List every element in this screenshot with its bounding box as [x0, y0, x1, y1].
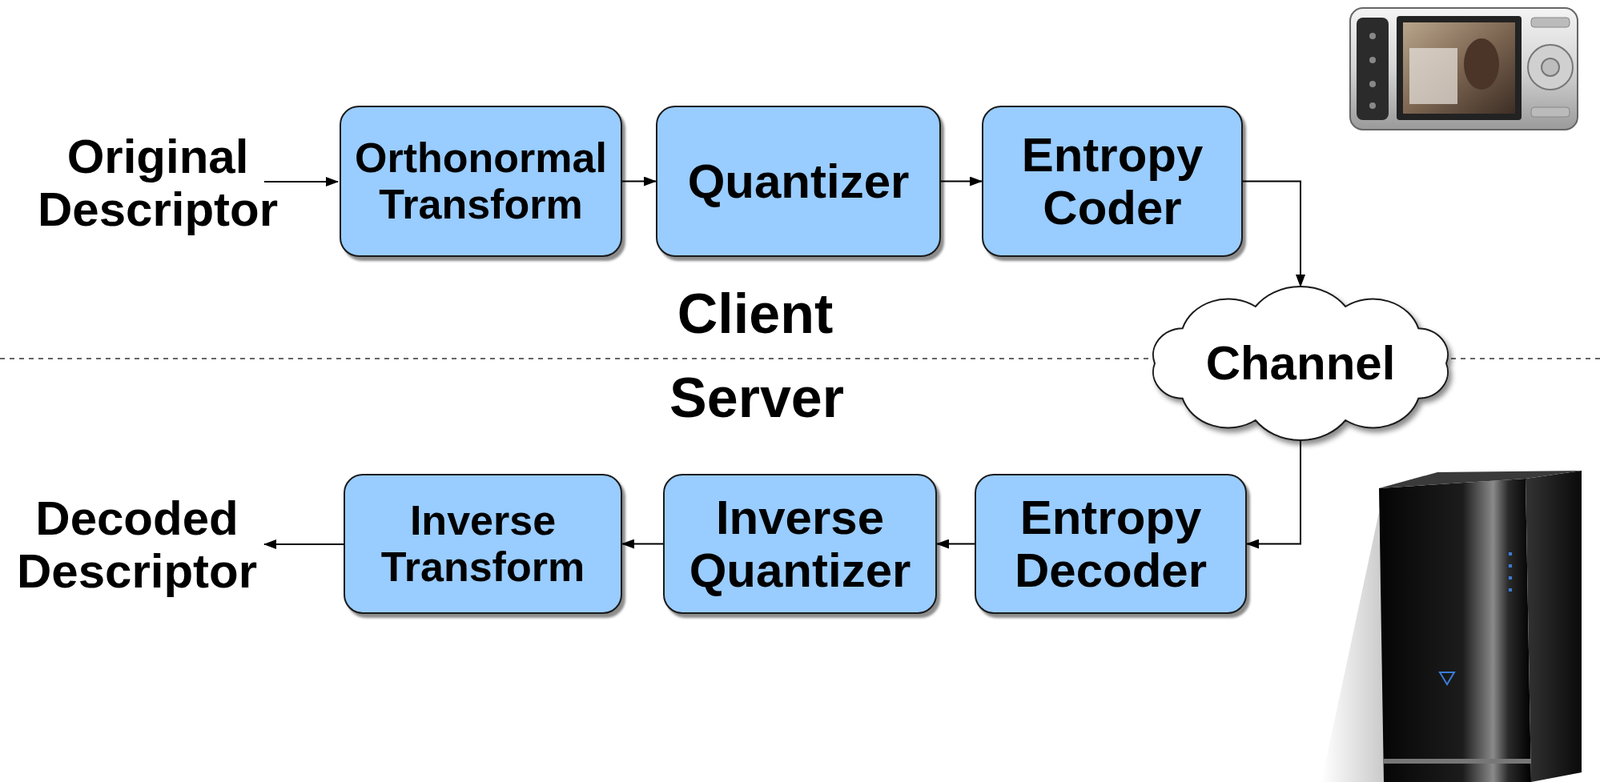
side-label: Client — [594, 283, 916, 346]
channel-cloud: Channel — [1153, 286, 1448, 441]
node-text: Channel — [1206, 337, 1396, 390]
server-illustration — [1321, 470, 1582, 782]
node-text: Inverse Quantizer — [675, 491, 925, 598]
node-text: Inverse Transform — [356, 498, 610, 590]
side-label: Server — [596, 367, 917, 430]
process-box: Quantizer — [655, 105, 941, 258]
flow-arrow — [940, 180, 982, 183]
flow-arrow — [622, 543, 664, 546]
output-arrow — [264, 543, 344, 546]
node-text: Entropy Decoder — [987, 491, 1235, 598]
flow-arrow — [936, 543, 975, 546]
process-box: Inverse Quantizer — [663, 474, 937, 615]
flow-arrow — [622, 180, 656, 183]
process-box: Orthonormal Transform — [339, 105, 623, 258]
flow-arrow — [1246, 440, 1301, 545]
node-text: Entropy Coder — [994, 128, 1231, 235]
cloud-shape — [1153, 286, 1448, 441]
process-box: Entropy Decoder — [974, 474, 1247, 615]
input-label: Original Descriptor — [21, 130, 294, 237]
input-arrow — [264, 180, 338, 183]
process-box: Entropy Coder — [981, 105, 1243, 258]
process-box: Inverse Transform — [343, 474, 623, 615]
flow-arrow — [1242, 181, 1301, 288]
phone-illustration — [1350, 8, 1578, 130]
node-text: Quantizer — [687, 155, 910, 209]
output-label: Decoded Descriptor — [4, 492, 270, 599]
node-text: Orthonormal Transform — [352, 135, 610, 227]
